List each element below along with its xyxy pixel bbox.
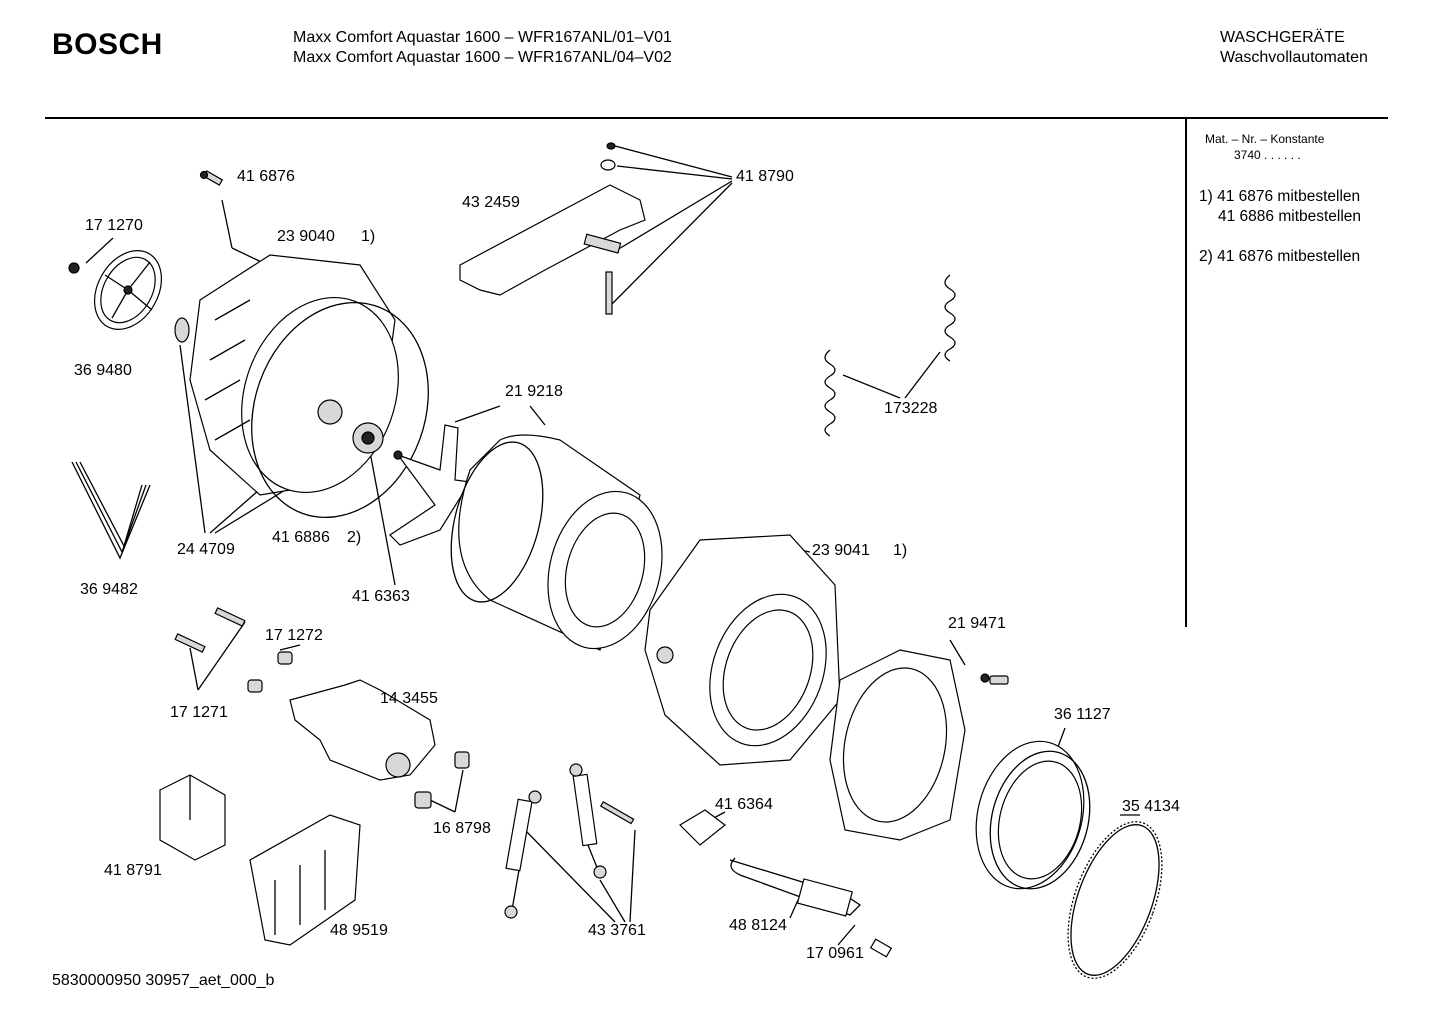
label-432459: 43 2459	[462, 194, 520, 211]
header-divider	[45, 117, 1388, 119]
category-subtitle: Waschvollautomaten	[1220, 49, 1368, 66]
category-title: WASCHGERÄTE	[1220, 29, 1345, 46]
label-244709: 24 4709	[177, 541, 235, 558]
door-seal-part	[975, 740, 1091, 890]
label-171271: 17 1271	[170, 704, 228, 721]
label-416363: 41 6363	[352, 588, 410, 605]
springs-part	[824, 274, 956, 437]
screw-416876-part	[199, 170, 224, 186]
bracket-part	[459, 142, 646, 315]
label-418791: 41 8791	[104, 862, 162, 879]
label-416886-note: 2)	[347, 529, 362, 546]
sensor-part	[869, 938, 893, 958]
shock-absorbers-part	[504, 763, 635, 919]
control-module-part	[249, 814, 361, 946]
rear-tub-part	[189, 254, 429, 519]
label-173228: 173228	[884, 400, 938, 417]
label-433761: 43 3761	[588, 922, 646, 939]
label-171270: 17 1270	[85, 217, 143, 234]
drum-spider-part	[389, 424, 472, 546]
note-1-line-2: 41 6886 mitbestellen	[1218, 208, 1362, 225]
heater-holder-part	[679, 809, 726, 846]
label-418790: 41 8790	[736, 168, 794, 185]
heater-part	[729, 857, 862, 917]
pulley-part	[68, 250, 190, 343]
brand-logo: BOSCH	[52, 28, 163, 61]
drum-part	[450, 434, 663, 651]
label-168798: 16 8798	[433, 820, 491, 837]
note-2: 2) 41 6876 mitbestellen	[1199, 248, 1361, 265]
note-1-line-1: 1) 41 6876 mitbestellen	[1199, 188, 1361, 205]
label-239041-note: 1)	[893, 542, 908, 559]
label-143455: 14 3455	[380, 690, 438, 707]
label-488124: 48 8124	[729, 917, 787, 934]
model-line-2: Maxx Comfort Aquastar 1600 – WFR167ANL/0…	[293, 49, 672, 66]
label-354134: 35 4134	[1122, 798, 1180, 815]
clamp-ring-part	[1067, 821, 1163, 979]
choke-part	[159, 774, 226, 861]
label-239040: 23 9040	[277, 228, 335, 245]
front-tub-part	[644, 534, 841, 766]
mat-nr-label: Mat. – Nr. – Konstante	[1205, 132, 1325, 146]
label-219218: 21 9218	[505, 383, 563, 400]
front-weight-part	[829, 649, 1009, 841]
sidebar-divider	[1185, 119, 1187, 627]
label-489519: 48 9519	[330, 922, 388, 939]
drain-pump-part	[289, 679, 470, 809]
label-416876: 41 6876	[237, 168, 295, 185]
footer-document-code: 5830000950 30957_aet_000_b	[52, 972, 275, 989]
label-170961: 17 0961	[806, 945, 864, 962]
label-239040-note: 1)	[361, 228, 376, 245]
label-239041: 23 9041	[812, 542, 870, 559]
mat-nr-value: 3740 . . . . . .	[1234, 148, 1301, 162]
small-screws-part	[174, 607, 293, 693]
label-361127: 36 1127	[1054, 706, 1111, 723]
model-line-1: Maxx Comfort Aquastar 1600 – WFR167ANL/0…	[293, 29, 672, 46]
drive-belt-part	[71, 461, 151, 560]
label-219471: 21 9471	[948, 615, 1006, 632]
label-416886: 41 6886	[272, 529, 330, 546]
label-416364: 41 6364	[715, 796, 773, 813]
label-369482: 36 9482	[80, 581, 138, 598]
label-369480: 36 9480	[74, 362, 132, 379]
label-171272: 17 1272	[265, 627, 323, 644]
